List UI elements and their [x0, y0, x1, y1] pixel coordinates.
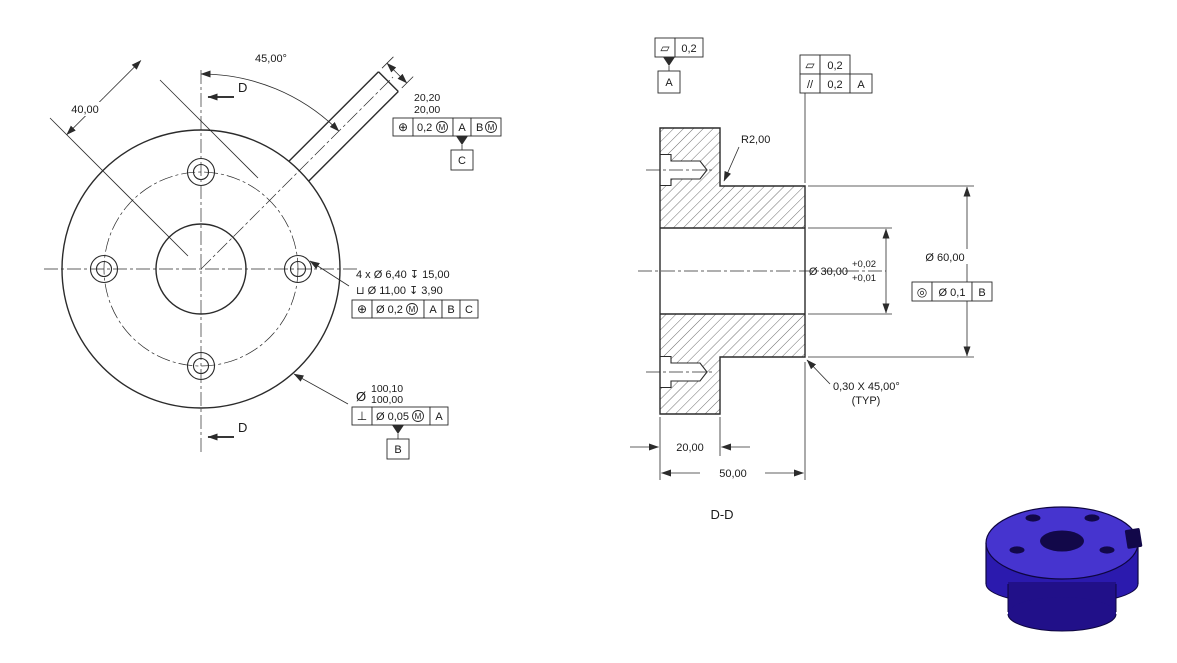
parallelism-symbol: // — [807, 79, 814, 91]
concentricity-symbol: ◎ — [917, 285, 927, 299]
total-length-label: 50,00 — [719, 468, 747, 480]
front-centerlines — [44, 70, 394, 452]
tab-position-fcf: ⊕ 0,2 M A B M C — [392, 117, 502, 171]
dim-bore: Ø 30,00 +0,02 +0,01 — [808, 227, 892, 315]
position-symbol: ⊕ — [398, 120, 408, 134]
hole-fcf-datum-2: B — [447, 304, 454, 316]
hole-fcf-datum-1: A — [429, 304, 437, 316]
dim-angle-label: 45,00° — [255, 53, 287, 65]
flange-thickness-label: 20,00 — [676, 442, 704, 454]
hole-note-line2: ⊔ Ø 11,00 ↧ 3,90 — [356, 285, 443, 297]
datum-a-label: A — [665, 77, 673, 89]
datum-b-label: B — [394, 444, 401, 456]
od-leader — [293, 373, 349, 405]
iso-view — [985, 506, 1143, 632]
section-cut-arrows: D D — [207, 80, 247, 441]
svg-text:M: M — [488, 123, 495, 132]
chamfer-note-line1: 0,30 X 45,00° — [833, 381, 900, 393]
flange-outer-circle — [61, 129, 341, 409]
flatness-symbol: ▱ — [805, 58, 815, 72]
bore-dia-label: Ø 30,00 — [809, 266, 848, 278]
center-bore-circle — [155, 223, 247, 315]
hole-fcf-datum-3: C — [465, 304, 473, 316]
dim-radial-label: 40,00 — [71, 104, 99, 116]
datum-triangle — [392, 425, 404, 434]
runout-tolerance: Ø 0,1 — [939, 287, 966, 299]
section-view-label: D-D — [710, 507, 733, 522]
hub-dia-label: Ø 60,00 — [925, 252, 964, 264]
bolt-hole — [1025, 514, 1041, 522]
section-view: ▱ 0,2 A ▱ 0,2 // 0,2 A R2,00 — [630, 37, 993, 522]
fillet-radius-label: R2,00 — [741, 134, 770, 146]
hole-fcf-tolerance: Ø 0,2 — [376, 304, 403, 316]
od-fcf-datum-1: A — [435, 411, 443, 423]
bolt-hole-left — [89, 254, 119, 284]
flatness-left-tolerance: 0,2 — [681, 43, 696, 55]
datum-c-label: C — [458, 155, 466, 167]
svg-text:M: M — [409, 305, 416, 314]
svg-text:M: M — [415, 412, 422, 421]
bolt-hole — [1009, 546, 1025, 554]
tab-fcf-datum-2: B — [476, 122, 483, 134]
tab-fcf-tolerance: 0,2 — [417, 122, 432, 134]
section-hole-top — [660, 153, 708, 187]
chamfer-callout: 0,30 X 45,00° (TYP) — [806, 359, 900, 407]
bore-tol-lower: +0,01 — [852, 273, 876, 284]
runout-datum-1: B — [978, 287, 985, 299]
front-view: 40,00 45,00° D D 20,20 20,00 ⊕ — [44, 53, 502, 460]
hole-note-line1: 4 x Ø 6,40 ↧ 15,00 — [356, 269, 450, 281]
perpendicularity-symbol: ⊥ — [357, 409, 367, 423]
dim-tab-width: 20,20 20,00 — [381, 56, 440, 116]
section-hole-bottom — [660, 355, 708, 389]
section-label-top: D — [238, 80, 247, 95]
section-outline — [659, 127, 806, 415]
parallelism-datum-1: A — [857, 79, 865, 91]
chamfer-note-line2: (TYP) — [852, 395, 881, 407]
bolt-hole — [1099, 546, 1115, 554]
flatness-symbol: ▱ — [660, 41, 670, 55]
dim-total-length: 50,00 — [661, 362, 806, 480]
dim-radial-40: 40,00 — [49, 60, 259, 257]
flatness-right-tolerance: 0,2 — [827, 60, 842, 72]
od-upper-limit: 100,10 — [371, 383, 403, 395]
tab-fcf-datum-1: A — [458, 122, 466, 134]
mmc-modifier-icon — [406, 303, 418, 315]
section-centerlines — [638, 169, 886, 373]
hole-callout: 4 x Ø 6,40 ↧ 15,00 ⊔ Ø 11,00 ↧ 3,90 ⊕ Ø … — [309, 260, 479, 319]
bolt-hole — [1084, 514, 1100, 522]
keyway-notch — [1124, 528, 1143, 549]
tab-width-upper: 20,20 — [414, 92, 440, 104]
bore-tol-upper: +0,02 — [852, 259, 876, 270]
section-hatch — [660, 128, 805, 414]
mmc-modifier-icon — [436, 121, 448, 133]
parallelism-tolerance: 0,2 — [827, 79, 842, 91]
right-face-fcf-stack: ▱ 0,2 // 0,2 A — [799, 54, 873, 183]
bolt-circle-centerline — [103, 171, 299, 367]
dim-flange-thickness: 20,00 — [630, 417, 750, 480]
hole-leader — [309, 260, 350, 287]
dim-hub: Ø 60,00 ◎ Ø 0,1 B — [808, 185, 993, 358]
mmc-modifier-icon — [412, 410, 424, 422]
flatness-datum-a-callout: ▱ 0,2 A — [654, 37, 704, 94]
svg-text:M: M — [439, 123, 446, 132]
tab-width-lower: 20,00 — [414, 104, 440, 116]
bolt-hole-top — [186, 157, 216, 187]
od-lower-limit: 100,00 — [371, 394, 403, 406]
od-callout: Ø 100,10 100,00 ⊥ Ø 0,05 M A B — [293, 373, 449, 460]
section-label-bottom: D — [238, 420, 247, 435]
mmc-modifier-icon — [485, 121, 497, 133]
bolt-hole-bottom — [186, 351, 216, 381]
dim-angle-45: 45,00° — [200, 53, 340, 132]
hub-bottom-surface — [1008, 597, 1116, 631]
datum-triangle — [663, 57, 675, 66]
datum-triangle — [456, 136, 468, 145]
front-geometry — [61, 71, 399, 409]
diameter-symbol: Ø — [356, 389, 366, 404]
center-bore-hole — [1040, 530, 1084, 552]
position-symbol: ⊕ — [357, 302, 367, 316]
tab-feature — [288, 71, 399, 182]
fillet-callout: R2,00 — [723, 134, 770, 182]
od-fcf-tolerance: Ø 0,05 — [376, 411, 409, 423]
